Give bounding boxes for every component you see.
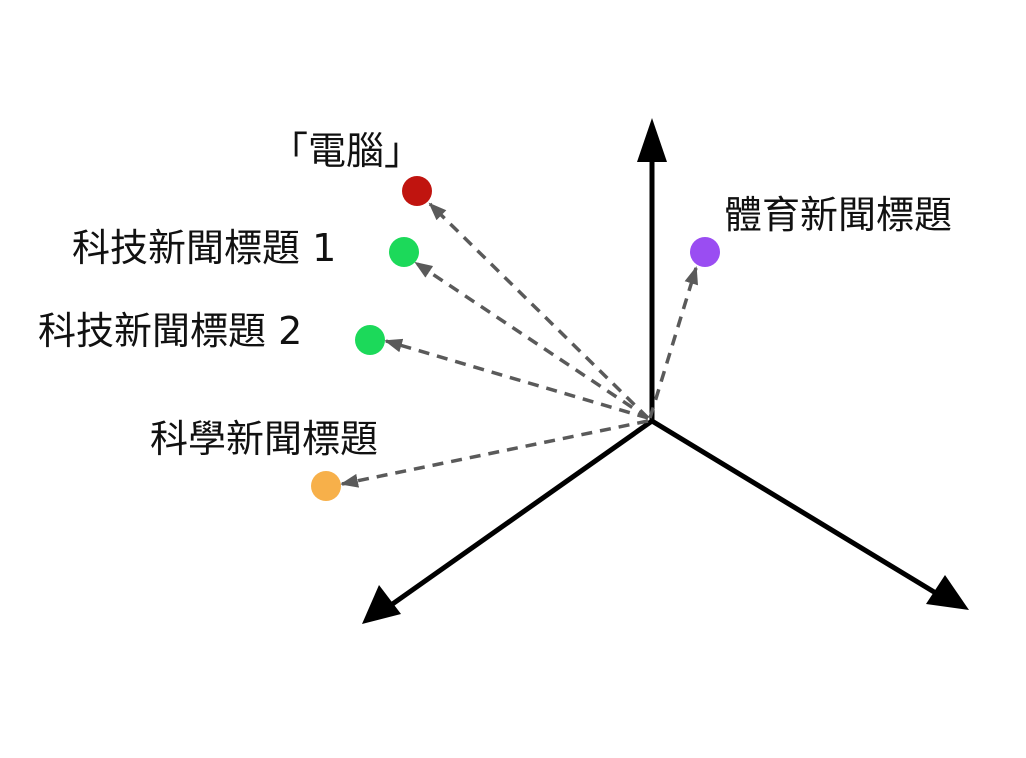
axis-left — [382, 418, 654, 613]
label-tech-news-2: 科技新聞標題 2 — [38, 309, 303, 353]
vector-tech2 — [384, 338, 649, 420]
axis-up-arrowhead — [637, 118, 667, 162]
vector-science — [340, 419, 649, 488]
label-sports-news: 體育新聞標題 — [724, 193, 953, 237]
vector-tech1 — [414, 261, 649, 420]
point-tech2 — [355, 325, 385, 355]
points — [311, 176, 720, 501]
axes — [362, 118, 969, 624]
axis-left-arrowhead — [362, 585, 401, 624]
label-tech-news-1: 科技新聞標題 1 — [72, 226, 337, 270]
point-sports — [690, 237, 720, 267]
vector-computer — [428, 202, 650, 420]
axis-right — [650, 418, 946, 601]
point-science — [311, 471, 341, 501]
vectors — [340, 202, 699, 488]
vector-sports — [648, 266, 699, 419]
point-computer — [402, 176, 432, 206]
label-computer: 「電腦」 — [270, 129, 423, 173]
axis-right-arrowhead — [926, 575, 969, 610]
point-tech1 — [389, 237, 419, 267]
label-science-news: 科學新聞標題 — [150, 417, 379, 461]
